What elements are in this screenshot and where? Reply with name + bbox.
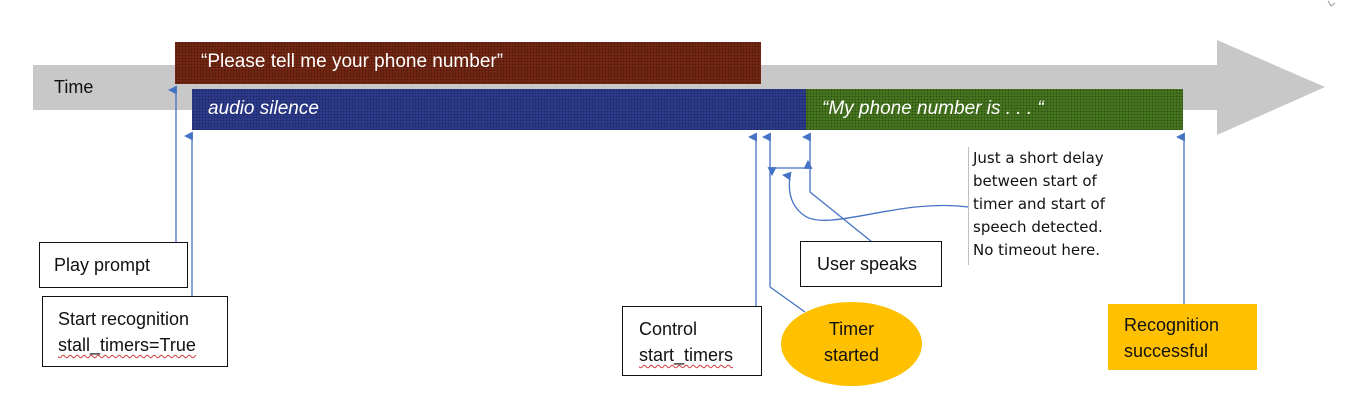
start-timers-label: start_timers	[639, 345, 734, 365]
user-speaks-box: User speaks	[800, 241, 942, 287]
recognition-successful-line1: Recognition	[1124, 315, 1220, 335]
stall-timers-label: stall_timers=True	[58, 335, 196, 355]
timer-started-connector-d	[769, 286, 806, 313]
recognition-successful-box: Recognition successful	[1108, 304, 1257, 370]
delay-note-line: timer and start of	[973, 195, 1105, 213]
audio-silence-text: audio silence	[208, 98, 319, 119]
time-axis-label: Time	[54, 77, 94, 97]
user-speech-bar: “My phone number is . . . “	[806, 89, 1183, 130]
delay-note-line: between start of	[973, 172, 1097, 190]
delay-note: Just a short delay between start of time…	[968, 147, 1138, 265]
user-speaks-connector-d	[809, 191, 873, 243]
play-prompt-label: Play prompt	[54, 255, 151, 275]
play-prompt-box: Play prompt	[39, 242, 188, 288]
prompt-audio-text: “Please tell me your phone number”	[201, 51, 504, 72]
time-arrow	[33, 40, 1325, 135]
timer-started-line1: Timer	[828, 319, 875, 339]
delay-note-line: No timeout here.	[973, 241, 1100, 259]
prompt-audio-bar: “Please tell me your phone number”	[175, 42, 761, 84]
recognition-successful-line2: successful	[1124, 341, 1209, 361]
control-label: Control	[639, 319, 698, 339]
control-start-timers-box: Control start_timers	[622, 306, 762, 376]
user-speech-text: “My phone number is . . . “	[822, 98, 1044, 119]
timer-started-line2: started	[823, 345, 880, 365]
delay-note-line: Just a short delay	[973, 149, 1104, 167]
audio-silence-bar: audio silence	[192, 89, 806, 130]
corner-mark-icon	[1327, 0, 1336, 7]
start-recognition-box: Start recognition stall_timers=True	[42, 296, 228, 367]
delay-note-line: speech detected.	[973, 218, 1103, 236]
note-callout-curve	[781, 171, 969, 221]
timer-started-ellipse: Timer started	[781, 302, 922, 386]
user-speaks-label: User speaks	[817, 254, 918, 274]
start-recognition-label: Start recognition	[58, 309, 190, 329]
